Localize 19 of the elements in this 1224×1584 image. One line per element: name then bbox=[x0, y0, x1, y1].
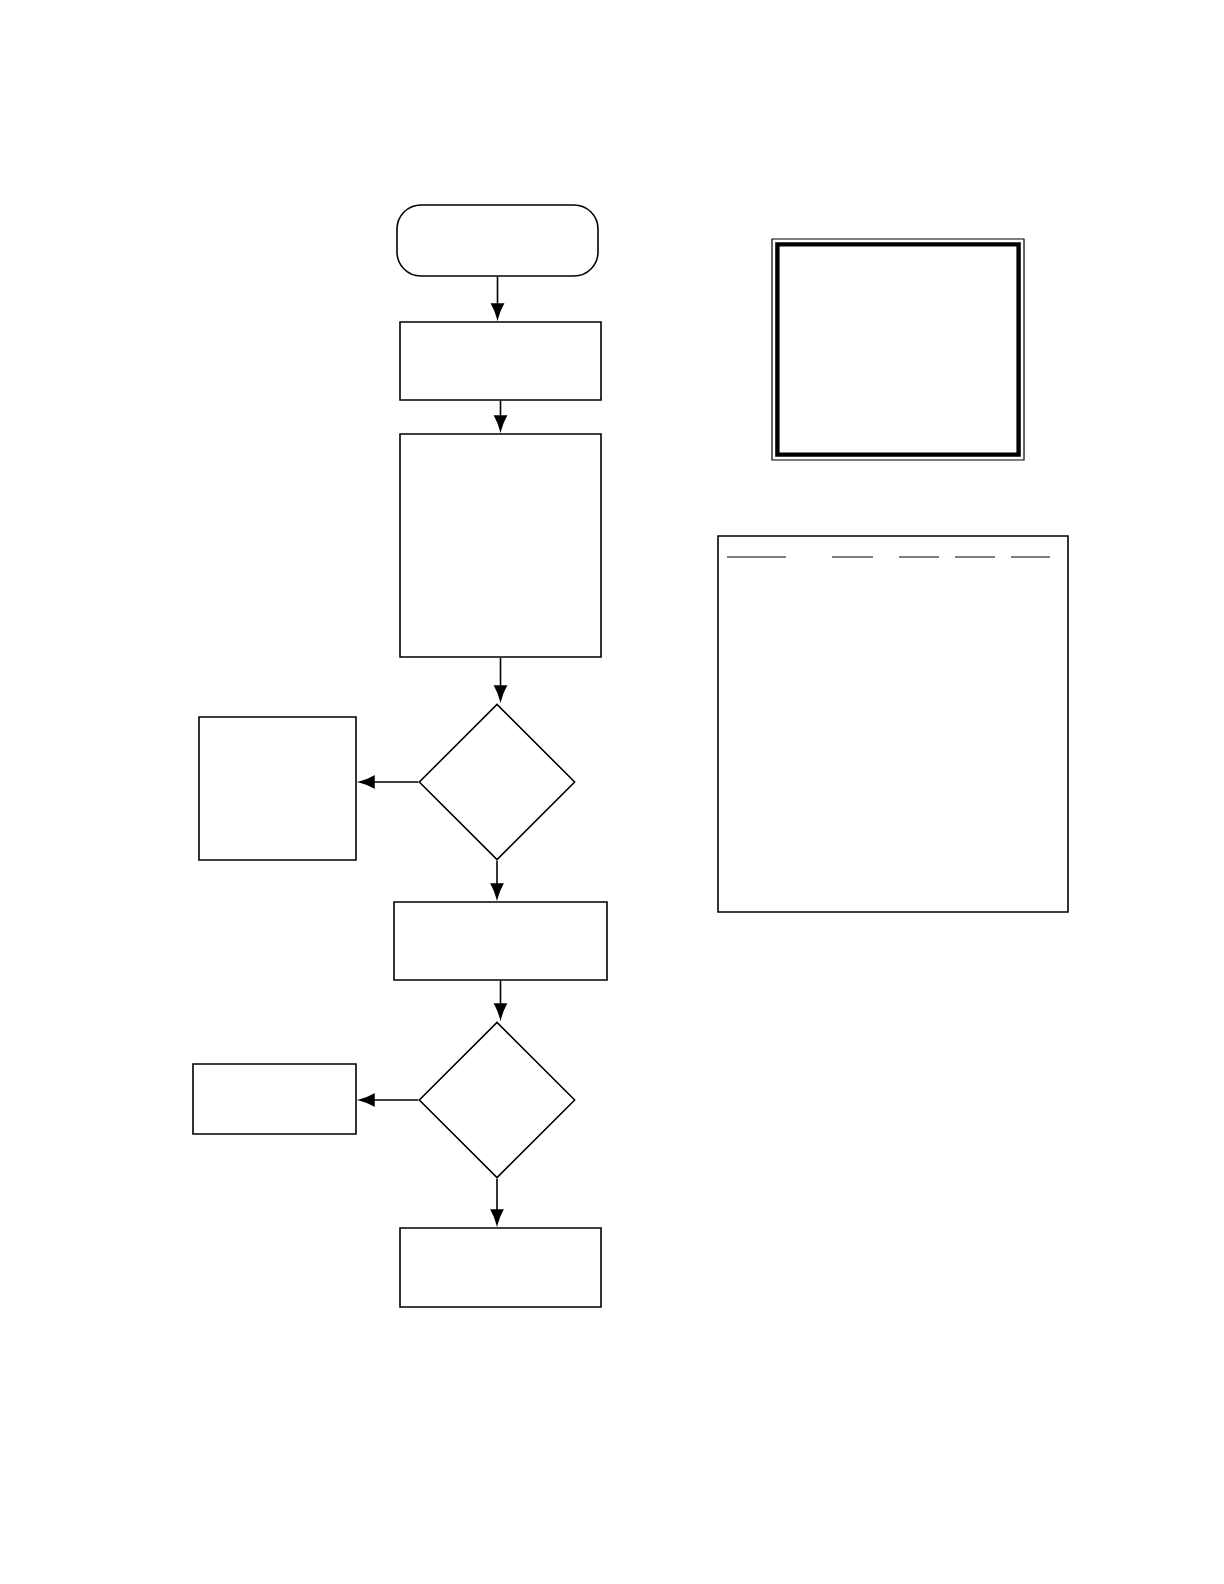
decision-diamond bbox=[418, 1021, 576, 1179]
process-box bbox=[192, 1063, 357, 1135]
arrow bbox=[491, 276, 504, 319]
arrow bbox=[494, 980, 507, 1019]
arrow bbox=[359, 1093, 419, 1107]
table-box bbox=[717, 535, 1069, 913]
arrow bbox=[494, 657, 507, 701]
framed-box bbox=[771, 238, 1025, 461]
process-box bbox=[399, 433, 602, 658]
process-box bbox=[198, 716, 357, 861]
arrow bbox=[494, 400, 507, 431]
decision-diamond bbox=[418, 703, 576, 861]
arrow bbox=[490, 860, 504, 899]
process-box bbox=[393, 901, 608, 981]
arrow bbox=[359, 775, 419, 789]
rounded-box bbox=[396, 204, 599, 277]
process-box bbox=[399, 1227, 602, 1308]
process-box bbox=[399, 321, 602, 401]
arrow bbox=[490, 1178, 504, 1225]
